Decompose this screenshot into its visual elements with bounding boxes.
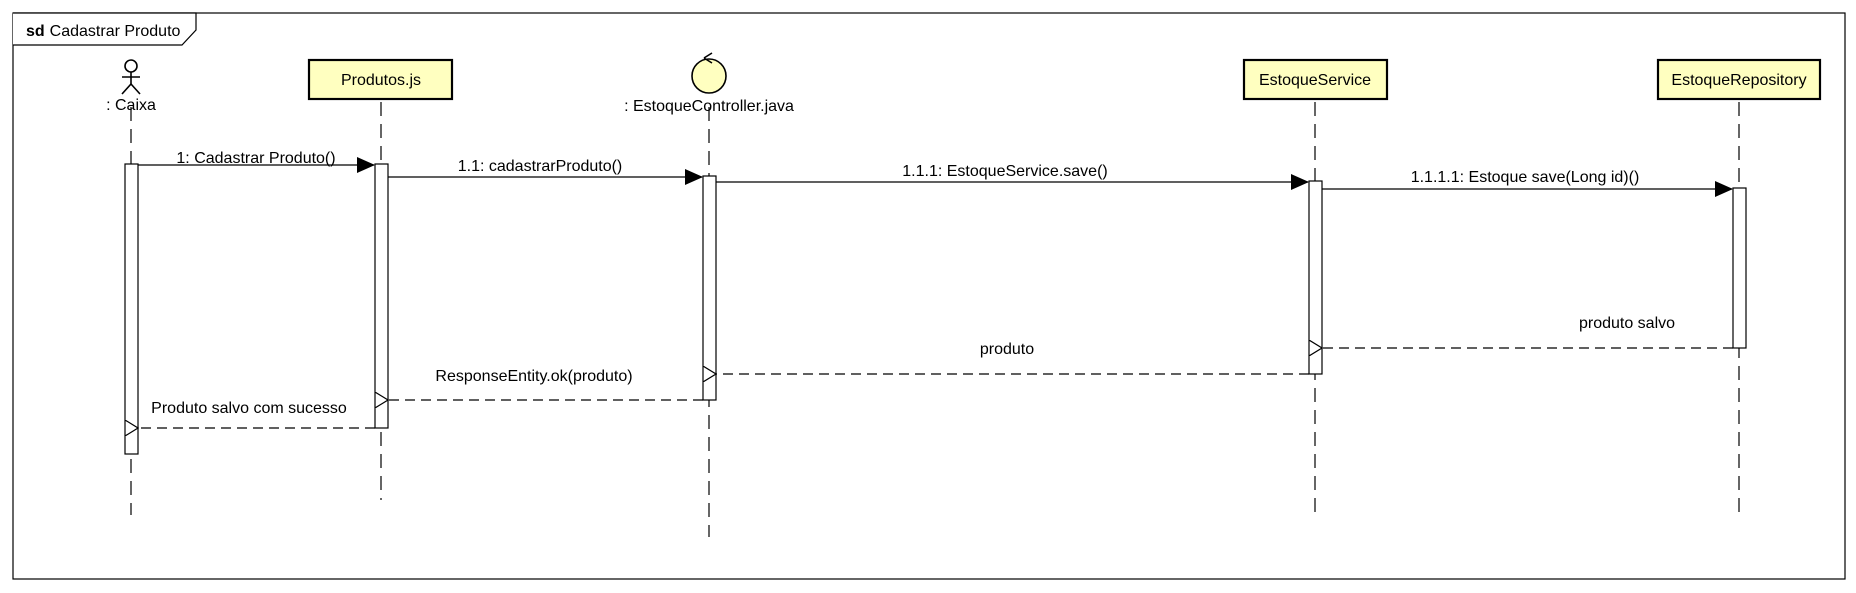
frame-keyword: sd xyxy=(26,23,45,40)
message-label: produto xyxy=(980,341,1034,358)
message-3: 1.1.1: EstoqueService.save() xyxy=(716,163,1309,190)
message-1: 1: Cadastrar Produto() xyxy=(138,150,375,173)
frame-title-tab xyxy=(13,12,197,46)
activation-service xyxy=(1308,180,1323,375)
participant-service: EstoqueService xyxy=(1242,58,1389,101)
actor-icon xyxy=(121,59,141,95)
participant-label: Produtos.js xyxy=(341,72,421,89)
control-icon xyxy=(691,52,727,94)
participant-box xyxy=(1242,58,1389,101)
participant-label: : EstoqueController.java xyxy=(624,98,794,115)
participant-repository: EstoqueRepository xyxy=(1656,58,1822,101)
participant-label: : Caixa xyxy=(106,97,156,114)
activation-bars xyxy=(124,163,1747,455)
activation-produtos xyxy=(374,163,389,429)
participant-box xyxy=(1656,58,1822,101)
diagram-frame: sd Cadastrar Produto xyxy=(12,12,1846,580)
message-2: 1.1: cadastrarProduto() xyxy=(388,158,703,185)
frame-title-text: Cadastrar Produto xyxy=(50,23,181,40)
participant-controller: : EstoqueController.java xyxy=(624,52,794,115)
participant-caixa: : Caixa xyxy=(106,59,156,114)
frame-title: sd Cadastrar Produto xyxy=(26,23,181,40)
message-label: 1.1: cadastrarProduto() xyxy=(458,158,623,175)
message-label: 1: Cadastrar Produto() xyxy=(176,150,335,167)
participant-label: EstoqueService xyxy=(1259,72,1371,89)
activation-controller xyxy=(702,175,717,401)
activation-caixa xyxy=(124,163,139,455)
participant-label: EstoqueRepository xyxy=(1671,72,1806,89)
frame-border xyxy=(12,12,1846,580)
message-4: 1.1.1.1: Estoque save(Long id)() xyxy=(1322,169,1733,197)
activation-repository xyxy=(1732,187,1747,349)
message-label: produto salvo xyxy=(1579,315,1675,332)
message-6: produto xyxy=(716,341,1309,374)
message-label: Produto salvo com sucesso xyxy=(151,400,347,417)
message-label: ResponseEntity.ok(produto) xyxy=(435,368,632,385)
message-label: 1.1.1: EstoqueService.save() xyxy=(902,163,1107,180)
message-5: produto salvo xyxy=(1322,315,1733,348)
participant-produtos: Produtos.js xyxy=(307,58,454,101)
message-7: ResponseEntity.ok(produto) xyxy=(388,368,703,400)
participant-box xyxy=(307,58,454,101)
message-8: Produto salvo com sucesso xyxy=(138,400,375,428)
message-label: 1.1.1.1: Estoque save(Long id)() xyxy=(1411,169,1640,186)
